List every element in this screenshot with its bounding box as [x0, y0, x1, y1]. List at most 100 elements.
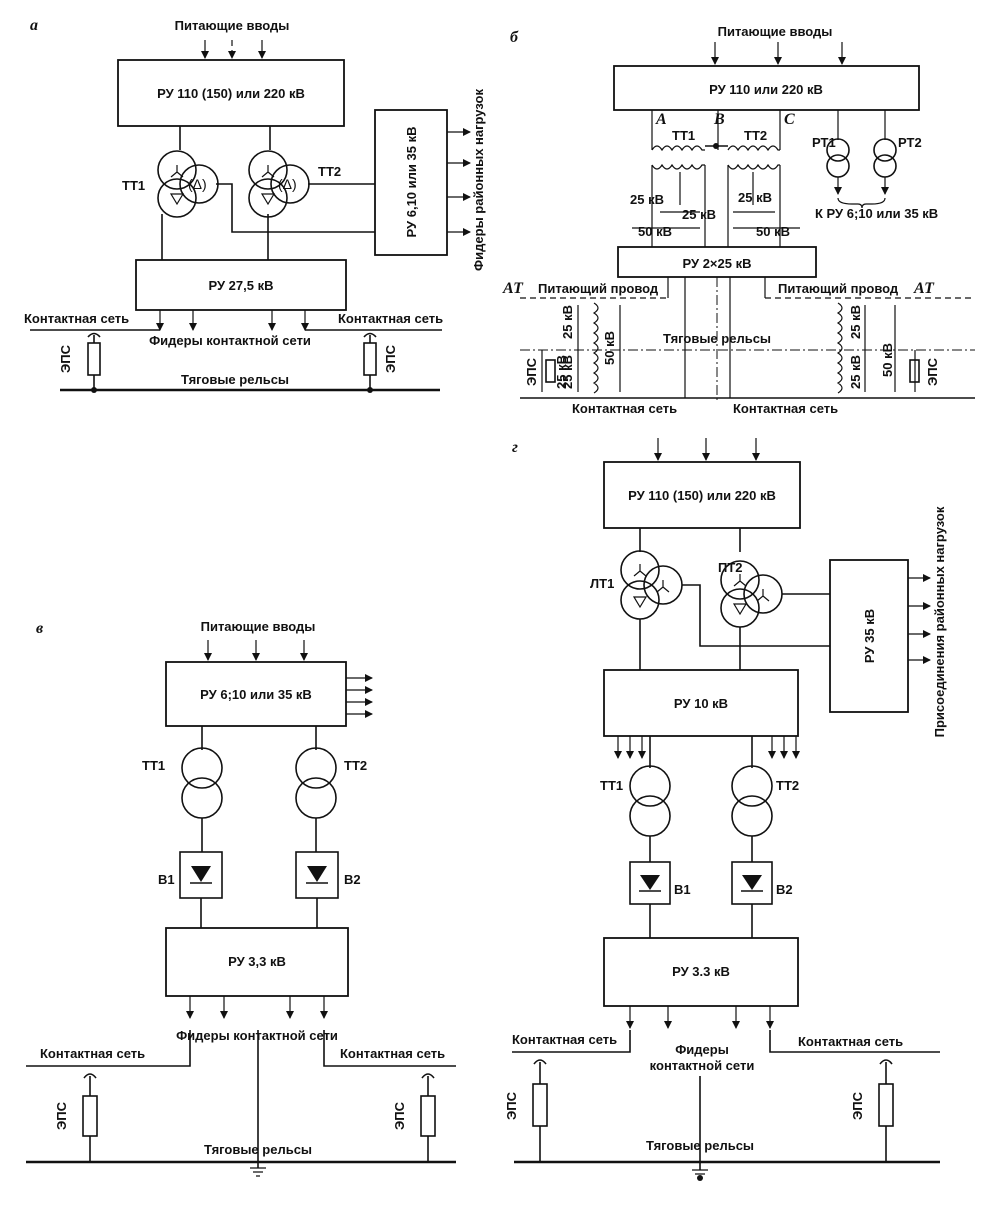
panel-g-feeders-line1: Фидеры [675, 1042, 729, 1057]
panel-b-contact-left: Контактная сеть [572, 401, 677, 416]
panel-g-contact-left: Контактная сеть [512, 1032, 617, 1047]
panel-v: в Питающие вводы РУ 6;10 или 35 кВ ТТ1 Т… [26, 619, 456, 1177]
panel-b-rails: Тяговые рельсы [663, 331, 771, 346]
panel-g-b2: В2 [776, 882, 793, 897]
panel-b-eps-right-resistor [909, 359, 920, 383]
panel-b-right-50: 50 кВ [880, 343, 895, 377]
panel-g: г РУ 110 (150) или 220 кВ ЛТ1 ПТ2 РУ 35 … [504, 438, 947, 1181]
panel-v-b1: В1 [158, 872, 175, 887]
panel-g-pt1: ЛТ1 [590, 576, 614, 591]
panel-b-feeding-wire-left: Питающий провод [538, 281, 659, 296]
panel-b-eps-left-resistor [545, 359, 556, 383]
panel-a-contact-left: Контактная сеть [24, 311, 129, 326]
panel-v-contact-right: Контактная сеть [340, 1046, 445, 1061]
panel-v-eps-left-resistor [82, 1095, 98, 1137]
panel-a-tt1-winding: (Δ) [188, 176, 207, 192]
panel-a-tt2-winding: (Δ) [278, 176, 297, 192]
panel-a-ru-district-label: РУ 6,10 или 35 кВ [404, 127, 419, 238]
panel-g-feeders-line2: контактной сети [650, 1058, 755, 1073]
panel-b-tt1: ТТ1 [672, 128, 695, 143]
panel-b-at-left: АТ [502, 280, 524, 297]
panel-b-phase-a: A [655, 111, 667, 128]
panel-b-rt2: РТ2 [898, 135, 922, 150]
panel-b-phase-c: C [784, 111, 795, 128]
panel-g-b1: В1 [674, 882, 691, 897]
panel-g-ru10-box [603, 669, 799, 737]
panel-b-phase-b: B [713, 111, 725, 128]
panel-g-ru-dc-box [603, 937, 799, 1007]
panel-b-contact-right: Контактная сеть [733, 401, 838, 416]
panel-b-tt2: ТТ2 [744, 128, 767, 143]
panel-b-ru-high-box [613, 65, 920, 111]
panel-b-left-25-top: 25 кВ [560, 305, 575, 339]
panel-b-ru-2x25-label: РУ 2×25 кВ [683, 256, 752, 271]
panel-a-ru-high-label: РУ 110 (150) или 220 кВ [157, 86, 305, 101]
panel-b-rt1: РТ1 [812, 135, 836, 150]
panel-a-tt1-label: ТТ1 [122, 178, 145, 193]
panel-b-kv25-mid-right: 25 кВ [738, 190, 772, 205]
panel-a-eps-right-resistor [363, 342, 377, 376]
panel-v-eps-right: ЭПС [392, 1101, 407, 1130]
panel-v-eps-right-resistor [420, 1095, 436, 1137]
panel-a-ru-high-box [117, 59, 345, 127]
panel-g-tt1: ТТ1 [600, 778, 623, 793]
panel-v-contact-left: Контактная сеть [40, 1046, 145, 1061]
panel-g-ru35-box [829, 559, 909, 713]
panel-a-feed-inputs: Питающие вводы [175, 18, 290, 33]
panel-v-eps-left: ЭПС [54, 1101, 69, 1130]
panel-b-kv50-right: 50 кВ [756, 224, 790, 239]
panel-b-eps-left: ЭПС [524, 357, 539, 386]
panel-g-ru35-label: РУ 35 кВ [862, 609, 877, 663]
panel-a: а Питающие вводы РУ 110 (150) или 220 кВ… [24, 17, 486, 393]
panel-b-left-50: 50 кВ [602, 331, 617, 365]
panel-b-kv25-left: 25 кВ [630, 192, 664, 207]
panel-b-ru-2x25-box [617, 246, 817, 278]
panel-a-eps-left: ЭПС [58, 344, 73, 373]
panel-v-rails: Тяговые рельсы [204, 1142, 312, 1157]
panel-v-ru-input-label: РУ 6;10 или 35 кВ [200, 687, 312, 702]
panel-g-ru-dc-label: РУ 3.3 кВ [672, 964, 730, 979]
panel-v-feeders: Фидеры контактной сети [176, 1028, 338, 1043]
panel-a-ru-district-box [374, 109, 448, 256]
panel-g-ru-high-label: РУ 110 (150) или 220 кВ [628, 488, 776, 503]
panel-b-eps-right: ЭПС [925, 357, 940, 386]
panel-b-to-ru: К РУ 6;10 или 35 кВ [815, 206, 938, 221]
panel-g-pt2: ПТ2 [718, 560, 743, 575]
panel-b-left-25-bottom: 25 кВ [560, 355, 575, 389]
panel-a-tt2-label: ТТ2 [318, 164, 341, 179]
panel-b: б Питающие вводы РУ 110 или 220 кВ A B C… [502, 24, 975, 416]
panel-v-ru-dc-label: РУ 3,3 кВ [228, 954, 286, 969]
panel-g-eps-right-resistor [878, 1083, 894, 1127]
panel-g-letter: г [512, 439, 518, 456]
panel-v-ru-input-box [165, 661, 347, 727]
panel-b-kv25-mid-left: 25 кВ [682, 207, 716, 222]
panel-g-eps-left: ЭПС [504, 1091, 519, 1120]
panel-a-eps-left-resistor [87, 342, 101, 376]
panel-a-eps-right: ЭПС [383, 344, 398, 373]
panel-g-eps-right: ЭПС [850, 1091, 865, 1120]
panel-b-feed-inputs: Питающие вводы [718, 24, 833, 39]
panel-a-ru-traction-box [135, 259, 347, 311]
panel-g-contact-right: Контактная сеть [798, 1034, 903, 1049]
panel-v-tt1: ТТ1 [142, 758, 165, 773]
panel-g-ru10-label: РУ 10 кВ [674, 696, 728, 711]
panel-g-district-connections: Присоединения районных нагрузок [932, 506, 947, 737]
panel-g-eps-left-resistor [532, 1083, 548, 1127]
panel-a-ru-traction-label: РУ 27,5 кВ [208, 278, 273, 293]
panel-v-letter: в [36, 620, 43, 637]
panel-b-at-right: АТ [913, 280, 935, 297]
panel-g-rails: Тяговые рельсы [646, 1138, 754, 1153]
panel-g-tt2: ТТ2 [776, 778, 799, 793]
panel-a-district-feeders: Фидеры районных нагрузок [471, 89, 486, 271]
panel-b-ru-high-label: РУ 110 или 220 кВ [709, 82, 823, 97]
panel-b-letter: б [510, 29, 519, 46]
panel-b-kv50-left: 50 кВ [638, 224, 672, 239]
panel-v-b2: В2 [344, 872, 361, 887]
panel-b-right-25-bottom: 25 кВ [848, 355, 863, 389]
panel-a-contact-right: Контактная сеть [338, 311, 443, 326]
panel-a-letter: а [30, 17, 38, 34]
panel-a-rails: Тяговые рельсы [181, 372, 289, 387]
panel-b-left-eps-25: 25 кВ [554, 355, 569, 389]
panel-a-feeders: Фидеры контактной сети [149, 333, 311, 348]
